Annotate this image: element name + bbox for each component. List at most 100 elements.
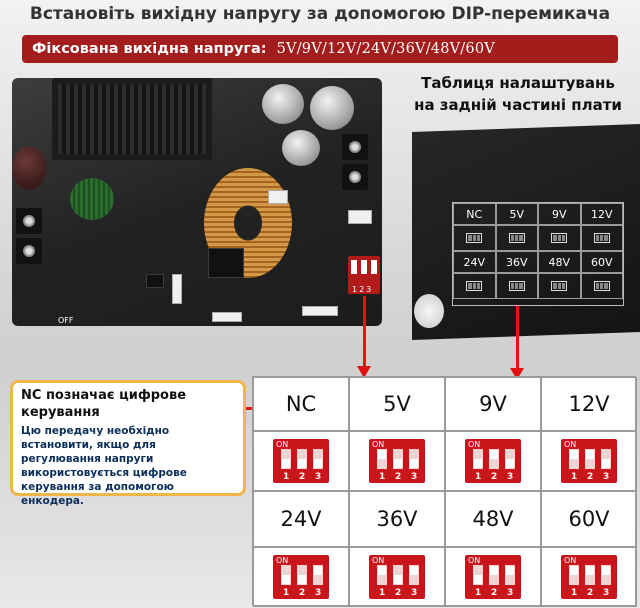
arrow-front-shaft: [363, 296, 366, 368]
rear-dip-icon: [551, 281, 568, 291]
rear-dip-slot: [519, 283, 523, 289]
voltage-label-cell: 24V: [253, 491, 349, 547]
dip-slot: [569, 449, 579, 469]
dip-knob-off: [282, 459, 290, 468]
dip-on-label: ON: [276, 556, 289, 565]
dip-knob-off: [394, 575, 402, 584]
capacitor-1: [262, 84, 304, 124]
dip-number: 1: [571, 588, 578, 598]
heatsink: [52, 78, 212, 160]
dip-knob-on: [570, 566, 578, 575]
dip-knob-off: [394, 459, 402, 468]
dip-number: 1: [571, 472, 578, 482]
dip-knob-on: [490, 566, 498, 575]
rear-dip-slot: [476, 235, 481, 241]
input-terminal-2: [16, 238, 42, 264]
rear-title-line1: Таблиця налаштувань: [421, 74, 615, 92]
dip-number: 3: [603, 588, 610, 598]
dip-number: 3: [603, 472, 610, 482]
dip-slot: [601, 565, 611, 585]
rear-dip-slot: [604, 235, 608, 241]
voltage-label-cell: 36V: [349, 491, 445, 547]
dip-on-label: ON: [564, 556, 577, 565]
dip-knob-off: [474, 575, 482, 584]
rear-dip-icon: [593, 233, 610, 243]
rear-dip-slot: [553, 283, 557, 289]
output-terminal-1: [342, 134, 368, 160]
rear-dip-slot: [600, 283, 604, 289]
rear-cell-dip: [495, 225, 538, 251]
dip-slot: [505, 565, 515, 585]
rear-cell-dip: [580, 225, 623, 251]
dip-slot: [409, 449, 419, 469]
dip-knob-on: [506, 566, 514, 575]
note-text: Цю передачу необхідно встановити, якщо д…: [21, 425, 187, 507]
rear-cell-label: 48V: [538, 251, 581, 273]
rear-dip-slot: [468, 283, 472, 289]
dip-slot: [377, 449, 387, 469]
connector-bottom-1: [212, 312, 242, 322]
rear-dip-slot: [468, 235, 472, 241]
rear-dip-slot: [510, 235, 515, 241]
rear-cell-label: 9V: [538, 203, 581, 225]
voltage-label-cell: 48V: [445, 491, 541, 547]
rear-dip-slot: [595, 283, 600, 289]
dip-slot: [409, 565, 419, 585]
rear-cell-label: NC: [453, 203, 496, 225]
dip-slot: [489, 565, 499, 585]
dip-knob-on: [314, 566, 322, 575]
dip-slot: [377, 565, 387, 585]
rear-dip-icon: [593, 281, 610, 291]
dip-number: 3: [411, 472, 418, 482]
rear-cell-label: 12V: [580, 203, 623, 225]
rear-dip-slot: [519, 235, 523, 241]
dip-slot: [585, 565, 595, 585]
dip-slot: [393, 449, 403, 469]
dip-on-label: ON: [372, 556, 385, 565]
rear-dip-slot: [557, 235, 561, 241]
board-dip-switch: [348, 256, 380, 294]
dip-knob-on: [602, 566, 610, 575]
rear-dip-slot: [515, 283, 519, 289]
dip-number: 2: [395, 588, 402, 598]
dip-knob-on: [586, 566, 594, 575]
dip-knob-on: [410, 566, 418, 575]
dip-on-label: ON: [468, 556, 481, 565]
rear-dip-slot: [604, 283, 608, 289]
dip-number: 2: [587, 588, 594, 598]
dip-slot: [281, 449, 291, 469]
dip-number: 2: [491, 588, 498, 598]
voltage-label-cell: 5V: [349, 377, 445, 431]
dip-knob-on: [378, 450, 386, 459]
dip-slot: [489, 449, 499, 469]
dip-knob-off: [282, 575, 290, 584]
voltage-label-cell: 12V: [541, 377, 637, 431]
dip-number: 1: [379, 472, 386, 482]
rear-cell-dip: [453, 225, 496, 251]
dip-number: 1: [283, 472, 290, 482]
dip-slot: [473, 449, 483, 469]
rear-cell-label: 60V: [580, 251, 623, 273]
dip-knob-off: [298, 459, 306, 468]
rear-dip-slot: [595, 235, 600, 241]
dip-number: 2: [491, 472, 498, 482]
rear-cell-dip: [538, 273, 581, 299]
rear-dip-slot: [557, 283, 561, 289]
dip-knob-on: [570, 450, 578, 459]
dip-slot: [585, 449, 595, 469]
dip-slot: [281, 565, 291, 585]
rear-dip-icon: [508, 281, 525, 291]
dip-number: 2: [395, 472, 402, 482]
